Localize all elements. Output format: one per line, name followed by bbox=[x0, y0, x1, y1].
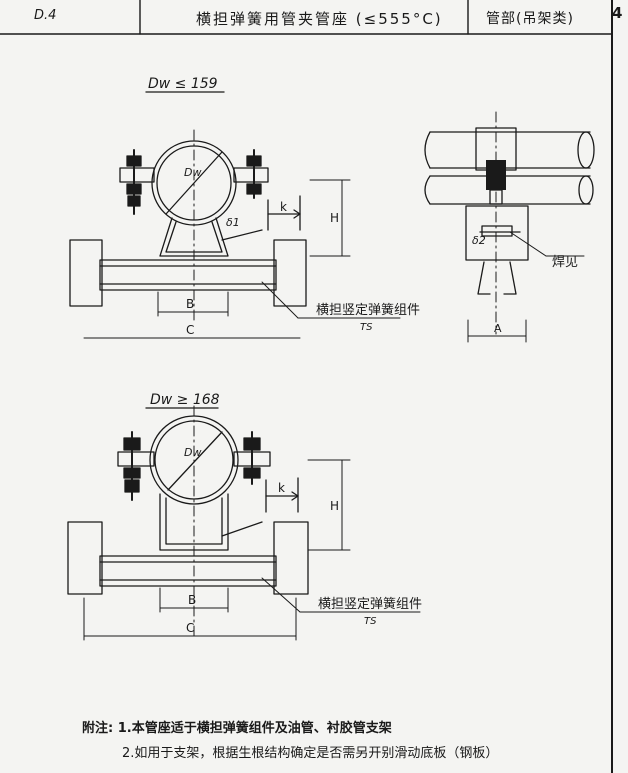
top-c-label: C bbox=[186, 323, 194, 337]
drawing-code: D.4 bbox=[34, 8, 57, 23]
top-front-view bbox=[69, 91, 401, 339]
end-block-left bbox=[69, 239, 103, 307]
bolt-right bbox=[246, 149, 262, 199]
notes-block: 附注: 1.本管座适于横担弹簧组件及油管、衬胶管支架 2.如用于支架，根据生根结… bbox=[82, 716, 498, 766]
top-dw-label: Dw bbox=[184, 166, 201, 179]
bottom-labels: Dw ≥ 168 Dw k H B C TS 横担竖定弹簧组件 bbox=[150, 392, 422, 635]
clamp-ear-left bbox=[119, 167, 155, 183]
bottom-h-label: H bbox=[330, 499, 339, 513]
bottom-c-label: C bbox=[186, 621, 194, 635]
drawing-category: 管部(吊架类) bbox=[486, 11, 574, 27]
bolt-left bbox=[123, 431, 141, 501]
top-ts-label: TS bbox=[360, 322, 373, 333]
bottom-ts-label: TS bbox=[364, 616, 377, 627]
bottom-b-label: B bbox=[188, 593, 196, 607]
bottom-k-label: k bbox=[278, 481, 285, 495]
clamp-ear-right bbox=[233, 167, 269, 183]
bottom-leader-label: 横担竖定弹簧组件 bbox=[318, 596, 422, 612]
drawing-title: 横担弹簧用管夹管座 (≤555°C) bbox=[196, 10, 443, 28]
side-view bbox=[424, 111, 595, 343]
side-leader-label: 焊见 bbox=[552, 254, 578, 270]
side-a-label: A bbox=[494, 322, 502, 335]
side-labels: δ2 焊见 A bbox=[472, 234, 578, 335]
bottom-dw-label: Dw bbox=[184, 446, 201, 459]
top-s-label: δ1 bbox=[226, 216, 240, 229]
side-s-label: δ2 bbox=[472, 234, 486, 247]
top-b-label: B bbox=[186, 297, 194, 311]
base-plate bbox=[99, 555, 277, 587]
end-block-right bbox=[273, 521, 309, 595]
end-block-left bbox=[67, 521, 103, 595]
top-k-label: k bbox=[280, 200, 287, 214]
top-title: Dw ≤ 159 bbox=[148, 76, 218, 92]
bottom-title: Dw ≥ 168 bbox=[150, 392, 220, 408]
page-marker: 4 bbox=[612, 4, 625, 22]
side-lower-box bbox=[465, 205, 529, 261]
clamp-ear-left bbox=[117, 451, 155, 467]
title-block-frame bbox=[0, 0, 613, 773]
base-plate bbox=[99, 259, 277, 291]
bottom-front-view bbox=[67, 405, 421, 641]
top-h-label: H bbox=[330, 211, 339, 225]
title-block: D.4 横担弹簧用管夹管座 (≤555°C) 管部(吊架类) 4 bbox=[0, 0, 628, 36]
top-leader-label: 横担竖定弹簧组件 bbox=[316, 302, 420, 318]
bolt-right bbox=[243, 431, 261, 485]
note-line-1: 附注: 1.本管座适于横担弹簧组件及油管、衬胶管支架 bbox=[82, 721, 392, 736]
end-block-right bbox=[273, 239, 307, 307]
top-labels: Dw ≤ 159 Dw δ1 k H B C TS 横担竖定弹簧组件 bbox=[148, 76, 420, 337]
note-line-2: 2.如用于支架，根据生根结构确定是否需另开别滑动底板（钢板） bbox=[122, 746, 499, 761]
bolt-left bbox=[126, 149, 142, 215]
